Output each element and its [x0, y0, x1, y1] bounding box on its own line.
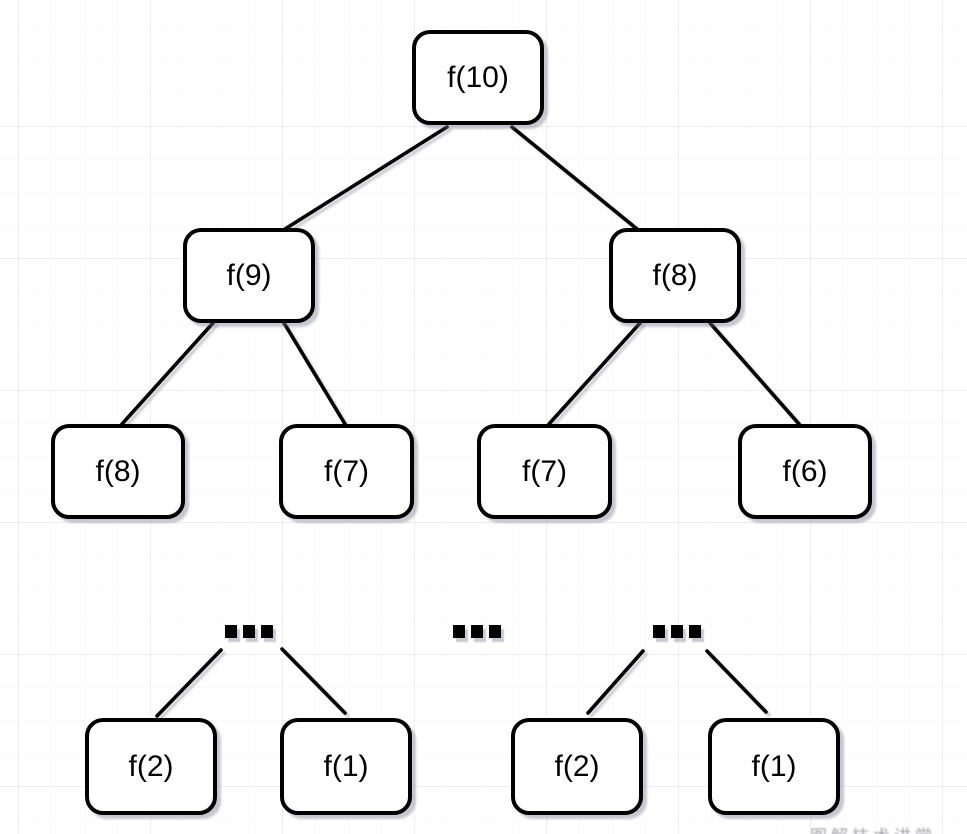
ellipsis-dot [261, 625, 273, 638]
ellipsis-dot [453, 625, 465, 638]
ellipsis-dot [225, 625, 237, 638]
tree-node-f7-right: f(7) [477, 424, 612, 519]
ellipsis-dot [489, 625, 501, 638]
tree-edge-f10-f8 [510, 125, 639, 231]
tree-edge-f9-f8left [120, 321, 215, 426]
tree-node-label: f(2) [554, 749, 600, 783]
tree-edge-dots1-f1left [280, 647, 347, 715]
ellipsis-dot [243, 625, 255, 638]
tree-edge-dots3-f2right [586, 649, 645, 715]
tree-node-label: f(1) [323, 749, 369, 783]
tree-node-label: f(8) [95, 454, 141, 488]
tree-node-label: f(6) [782, 454, 828, 488]
tree-node-f1-right: f(1) [708, 718, 840, 815]
ellipsis-dots-left [225, 625, 273, 638]
tree-edge-f10-f9 [283, 125, 449, 231]
tree-node-f8-left: f(8) [51, 424, 185, 519]
tree-node-f9: f(9) [183, 228, 315, 323]
tree-edge-dots3-f1right [705, 649, 768, 714]
tree-edge-f9-f7left [282, 321, 347, 426]
tree-node-f8: f(8) [609, 228, 741, 323]
tree-node-f6: f(6) [738, 424, 872, 519]
tree-node-label: f(2) [128, 749, 174, 783]
tree-node-label: f(10) [447, 60, 509, 94]
ellipsis-dots-right [653, 625, 701, 638]
tree-node-label: f(1) [751, 749, 797, 783]
tree-node-f2-right: f(2) [511, 718, 643, 815]
tree-node-f2-left: f(2) [85, 718, 217, 815]
ellipsis-dot [653, 625, 665, 638]
watermark-text: 图解技术讲堂 [810, 822, 936, 834]
tree-edge-f8-f6 [708, 321, 801, 426]
tree-node-label: f(9) [226, 258, 272, 292]
ellipsis-dot [671, 625, 683, 638]
tree-node-label: f(8) [652, 258, 698, 292]
ellipsis-dot [471, 625, 483, 638]
tree-edge-f8-f7right [547, 321, 642, 426]
tree-node-f10: f(10) [412, 30, 544, 125]
tree-node-label: f(7) [522, 454, 567, 488]
tree-edge-dots1-f2left [155, 648, 223, 718]
tree-node-label: f(7) [324, 454, 369, 488]
tree-node-f7-left: f(7) [279, 424, 414, 519]
ellipsis-dot [689, 625, 701, 638]
tree-node-f1-left: f(1) [280, 718, 412, 815]
ellipsis-dots-middle [453, 625, 501, 638]
